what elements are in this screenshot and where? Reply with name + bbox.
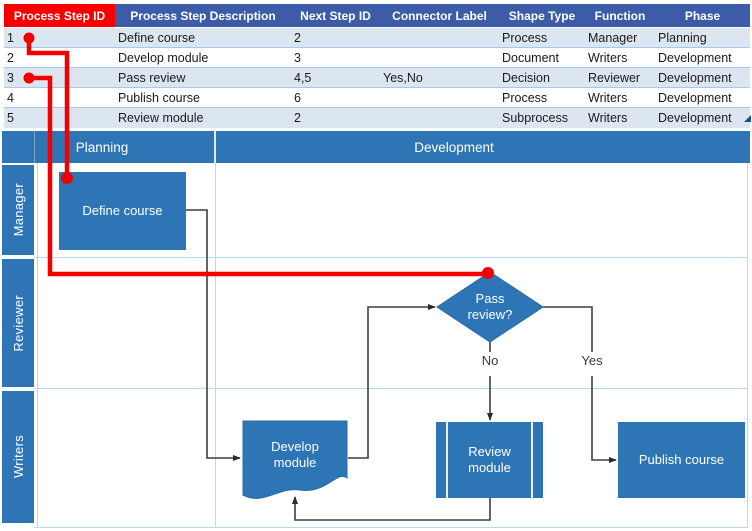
cell-connector-label[interactable] [380,108,499,128]
cell-step-id[interactable]: 5 [7,111,14,125]
cell-description[interactable]: Develop module [118,50,209,65]
cell-connector-label[interactable] [380,48,499,67]
cell-step-id[interactable]: 2 [7,50,14,65]
column-header-phase[interactable]: Phase [684,8,721,23]
process-shape-publish-course[interactable]: Publish course [618,422,745,498]
connector-decision-yes-upper [543,306,593,352]
cell-connector-label[interactable] [380,88,499,107]
cell-next-step[interactable]: 6 [294,90,301,105]
lane-separator-reviewer-writers [34,388,748,389]
connector-decision-yes-lower [591,376,617,463]
lane-label-manager: Manager [2,165,34,255]
document-shape-develop-module[interactable] [242,420,348,499]
cell-step-id[interactable]: 1 [7,30,14,45]
cell-next-step[interactable]: 4,5 [294,70,312,85]
cell-phase[interactable]: Development [658,50,732,65]
cell-step-id[interactable]: 3 [7,70,14,85]
table-row: 1 Define course 2 Process Manager Planni… [4,28,750,48]
cell-step-id[interactable]: 4 [7,90,14,105]
lane-inner-border [37,163,38,527]
lane-label-reviewer: Reviewer [2,259,34,387]
connector-label-no: No [481,353,499,368]
column-header-function[interactable]: Function [594,8,646,23]
cell-description[interactable]: Publish course [118,90,200,105]
connector-review-to-develop [292,496,491,521]
column-header-description[interactable]: Process Step Description [130,8,276,23]
cell-shape-type[interactable]: Process [502,90,548,105]
table-row: 3 Pass review 4,5 Yes,No Decision Review… [4,68,750,88]
cell-connector-label[interactable]: Yes,No [383,70,423,85]
cell-phase[interactable]: Development [658,111,732,125]
decision-shape-pass-review[interactable] [436,271,544,343]
flowchart-right-border [747,163,748,527]
cell-function[interactable]: Manager [588,30,638,45]
phase-divider-line [215,163,216,527]
table-resize-handle-icon[interactable] [744,115,751,122]
connector-define-to-develop [186,209,241,461]
column-header-shape-type[interactable]: Shape Type [508,8,576,23]
table-row: 2 Develop module 3 Document Writers Deve… [4,48,750,68]
lane-label-writers: Writers [2,391,34,523]
cell-shape-type[interactable]: Document [502,50,559,65]
connector-develop-to-decision [348,304,436,459]
cell-next-step[interactable]: 2 [294,111,301,125]
cell-next-step[interactable]: 2 [294,30,301,45]
process-map-table: Process Step ID Process Step Description… [4,4,750,128]
cell-function[interactable]: Writers [588,90,628,105]
table-row: 4 Publish course 6 Process Writers Devel… [4,88,750,108]
table-header-row: Process Step ID Process Step Description… [4,4,750,27]
cell-phase[interactable]: Planning [658,30,707,45]
cell-description[interactable]: Define course [118,30,196,45]
column-header-next-step-id[interactable]: Next Step ID [300,8,371,23]
column-header-connector-label[interactable]: Connector Label [392,8,487,23]
cell-shape-type[interactable]: Process [502,30,548,45]
connector-label-yes: Yes [581,353,603,368]
cell-shape-type[interactable]: Subprocess [502,111,569,125]
flowchart-connectors-layer [186,209,617,521]
cell-connector-label[interactable] [380,28,499,47]
cell-shape-type[interactable]: Decision [502,70,550,85]
shape-label-develop-module: Develop module [271,438,319,470]
table-row: 5 Review module 2 Subprocess Writers Dev… [4,108,750,128]
cell-function[interactable]: Writers [588,50,628,65]
flowchart-bottom-border [34,527,748,528]
cell-description[interactable]: Review module [118,111,204,125]
shape-label-pass-review: Pass review? [467,290,513,322]
swimlane-flowchart: Planning Development Manager Reviewer Wr… [2,131,750,529]
column-header-process-step-id[interactable]: Process Step ID [4,4,115,27]
cell-phase[interactable]: Development [658,90,732,105]
shape-label: Review module [468,443,511,475]
cell-function[interactable]: Writers [588,111,628,125]
subprocess-shape-review-module[interactable]: Review module [436,422,543,498]
cell-function[interactable]: Reviewer [588,70,641,85]
cell-next-step[interactable]: 3 [294,50,301,65]
subprocess-bar [446,422,448,498]
cell-description[interactable]: Pass review [118,70,186,85]
subprocess-bar [531,422,533,498]
cell-phase[interactable]: Development [658,70,732,85]
